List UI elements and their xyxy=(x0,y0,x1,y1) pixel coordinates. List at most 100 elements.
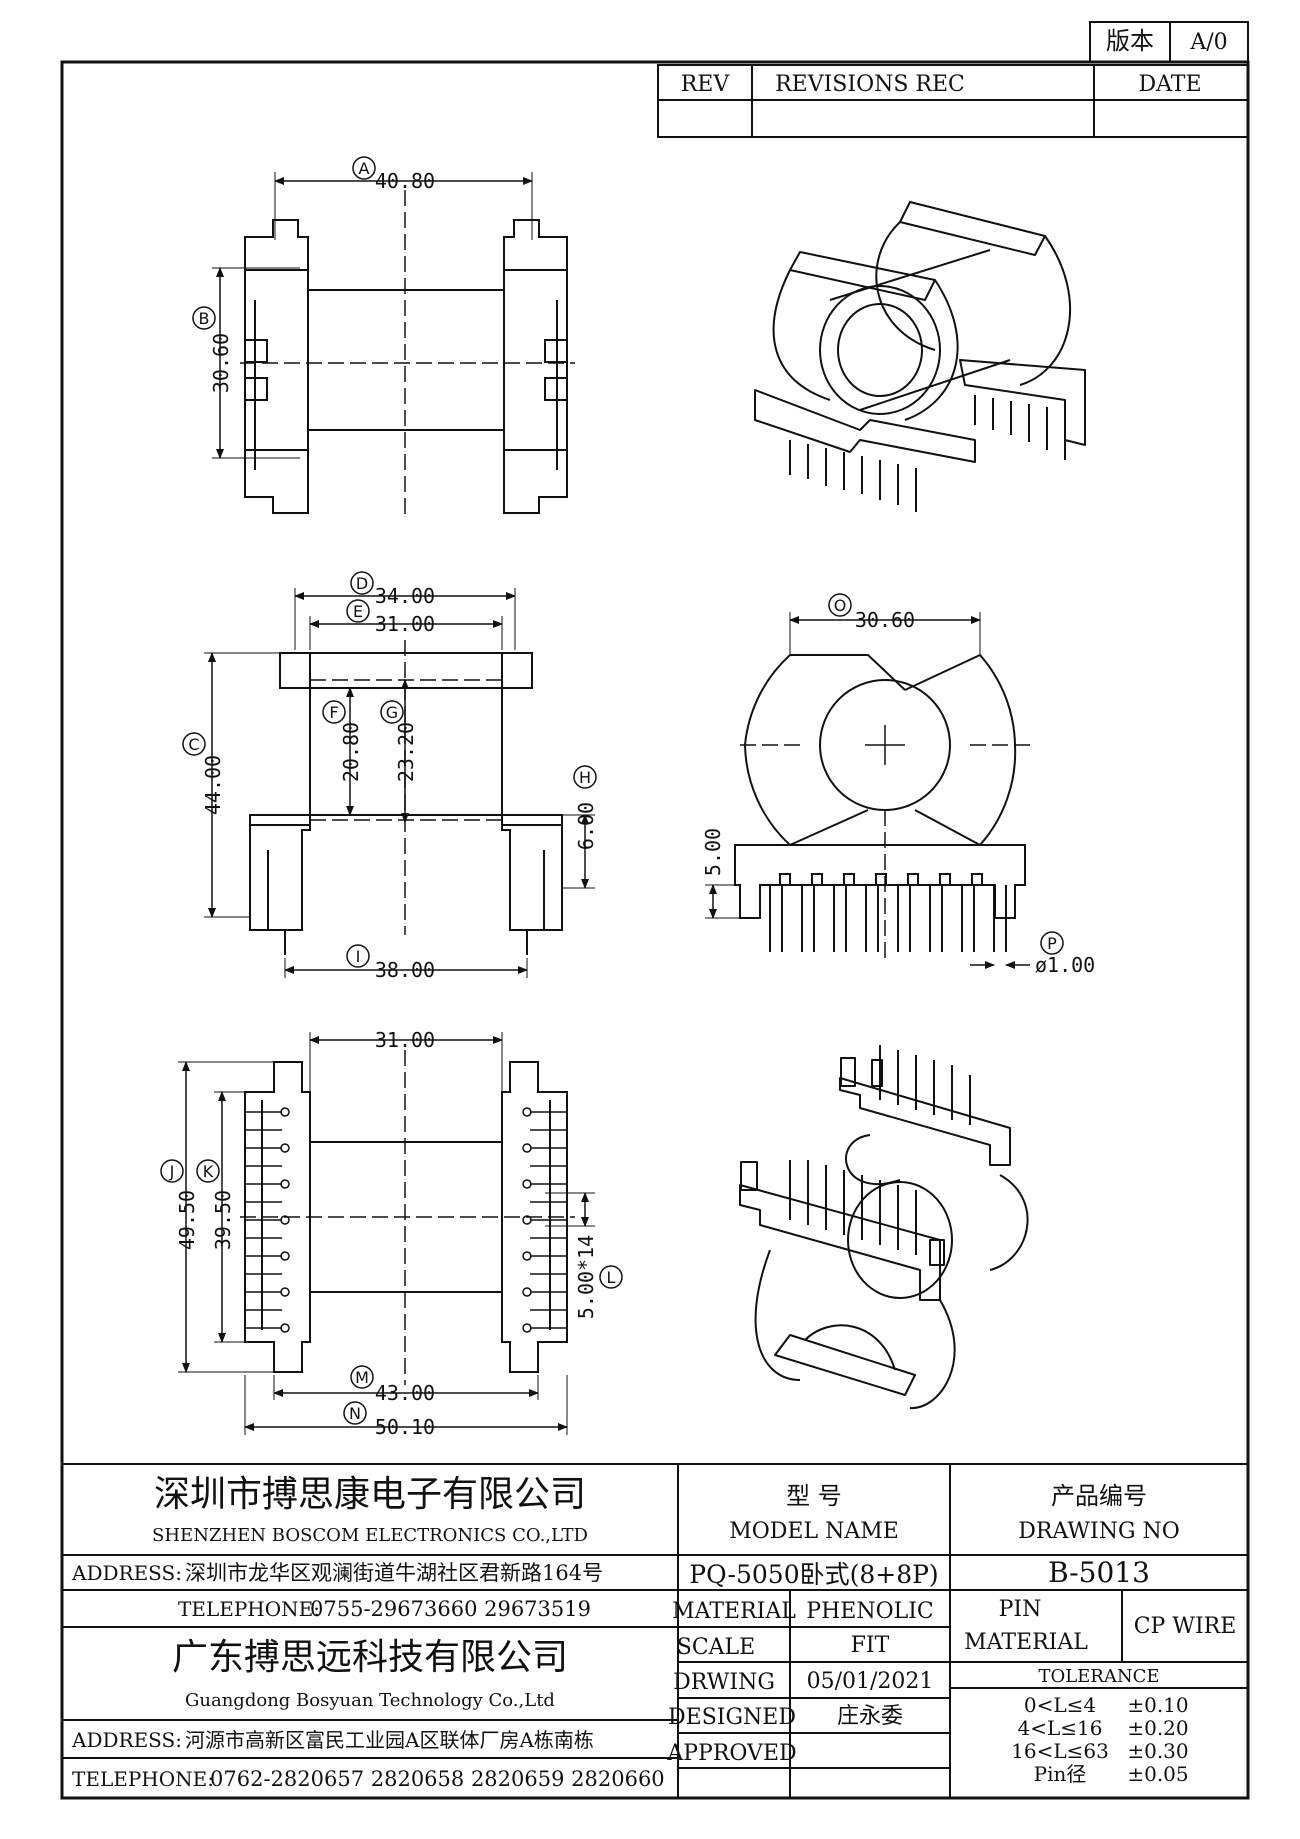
iso-view-1-pins xyxy=(789,395,1066,512)
tolerance-range: 16<L≤63 xyxy=(1011,1739,1109,1763)
drwing-label: DRWING xyxy=(673,1670,775,1695)
address2-value: 河源市高新区富民工业园A区联体厂房A栋南栋 xyxy=(185,1728,594,1752)
dim-a-value: 40.80 xyxy=(375,169,435,193)
tel-label: TELEPHONE: xyxy=(178,1597,320,1621)
dim-l-value: 5.00*14 xyxy=(574,1235,598,1319)
revisions-table: REV REVISIONS REC DATE xyxy=(657,64,1249,138)
dim-i: I 38.00 xyxy=(284,944,528,982)
tolerance-label: TOLERANCE xyxy=(1038,1666,1159,1687)
rev-header: REV xyxy=(681,72,731,97)
dim-d-tag: D xyxy=(356,574,368,593)
drwing-value: 05/01/2021 xyxy=(807,1669,934,1694)
dim-j-tag: J xyxy=(169,1162,175,1181)
dim-d: D 34.00 xyxy=(294,571,516,650)
dim-g-tag: G xyxy=(386,703,398,722)
material-label: MATERIAL xyxy=(672,1599,796,1624)
dim-h-value: 6.00 xyxy=(574,802,598,850)
iso-view-1 xyxy=(754,201,1086,463)
dim-pin-height-value: 5.00 xyxy=(701,828,725,876)
drawing-cn: 产品编号 xyxy=(1051,1482,1147,1510)
drawing-value: B-5013 xyxy=(1048,1556,1150,1589)
dim-o: O 30.60 xyxy=(789,593,981,655)
dim-f-value: 20.80 xyxy=(339,722,363,782)
tel-value: 0755-29673660 29673519 xyxy=(310,1597,591,1621)
dim-p: P ø1.00 xyxy=(970,931,1095,977)
model-en: MODEL NAME xyxy=(729,1519,899,1544)
side-view-centerlines xyxy=(740,725,1030,960)
dim-n-value: 50.10 xyxy=(375,1415,435,1439)
dim-p-tag: P xyxy=(1047,934,1057,953)
dim-o-value: 30.60 xyxy=(855,608,915,632)
bottom-view-slots xyxy=(245,1107,567,1333)
iso-view-2 xyxy=(739,1057,1029,1410)
address-value: 深圳市龙华区观澜街道牛湖社区君新路164号 xyxy=(185,1561,603,1585)
dim-k-tag: K xyxy=(203,1162,214,1181)
approved-label: APPROVED xyxy=(666,1741,796,1766)
address-label: ADDRESS: xyxy=(71,1561,182,1585)
dim-j: J 49.50 xyxy=(160,1061,274,1373)
dim-bottom-top-value: 31.00 xyxy=(375,1028,435,1052)
designed-label: DESIGNED xyxy=(668,1705,796,1730)
bottom-view-centerlines xyxy=(240,1050,575,1385)
tolerance-value: ±0.30 xyxy=(1127,1739,1188,1763)
dim-h: H 6.00 xyxy=(562,765,598,889)
version-box: 版本 A/0 xyxy=(1089,21,1249,63)
dim-a: A 40.80 xyxy=(274,156,533,240)
front-view xyxy=(249,652,563,955)
dim-g-value: 23.20 xyxy=(394,722,418,782)
dim-b-tag: B xyxy=(199,309,210,328)
version-label: 版本 xyxy=(1106,27,1154,55)
dim-k-value: 39.50 xyxy=(211,1190,235,1250)
material-value: PHENOLIC xyxy=(806,1599,933,1624)
dim-p-value: ø1.00 xyxy=(1035,953,1095,977)
pin-material-value: CP WIRE xyxy=(1134,1614,1237,1639)
dim-c: C 44.00 xyxy=(182,652,280,918)
tel2-label: TELEPHONE: xyxy=(72,1767,214,1791)
dim-e-tag: E xyxy=(353,602,363,621)
dim-i-tag: I xyxy=(356,947,361,966)
scale-label: SCALE xyxy=(677,1635,755,1660)
revisions-rec-header: REVISIONS REC xyxy=(775,72,965,97)
dim-n-tag: N xyxy=(349,1404,361,1423)
company2-en: Guangdong Bosyuan Technology Co.,Ltd xyxy=(185,1690,555,1711)
tolerance-value: ±0.10 xyxy=(1127,1693,1188,1717)
company2-cn: 广东搏思远科技有限公司 xyxy=(172,1637,568,1678)
tolerance-value: ±0.20 xyxy=(1127,1716,1188,1740)
dim-l-tag: L xyxy=(607,1268,616,1287)
dim-j-value: 49.50 xyxy=(175,1190,199,1250)
side-view xyxy=(734,654,1026,919)
dim-o-tag: O xyxy=(834,596,847,615)
dim-g: G 23.20 xyxy=(380,679,418,823)
tolerance-range: Pin径 xyxy=(1034,1762,1087,1786)
iso-view-2-pins xyxy=(789,1045,971,1255)
dim-a-tag: A xyxy=(359,159,370,178)
tolerance-value: ±0.05 xyxy=(1127,1762,1188,1786)
model-value: PQ-5050卧式(8+8P) xyxy=(689,1560,938,1589)
dim-k: K 39.50 xyxy=(196,1091,245,1343)
designed-value: 庄永委 xyxy=(837,1704,903,1729)
dim-m-value: 43.00 xyxy=(375,1381,435,1405)
dim-l: L 5.00*14 xyxy=(545,1192,623,1319)
tolerance-range: 0<L≤4 xyxy=(1024,1693,1096,1717)
tolerance-range: 4<L≤16 xyxy=(1018,1716,1103,1740)
dim-e: E 31.00 xyxy=(309,599,503,650)
dim-m: M 43.00 xyxy=(273,1365,539,1405)
company-en: SHENZHEN BOSCOM ELECTRONICS CO.,LTD xyxy=(152,1525,588,1546)
dim-c-value: 44.00 xyxy=(201,755,225,815)
date-header: DATE xyxy=(1138,72,1201,97)
dim-c-tag: C xyxy=(188,735,199,754)
dim-m-tag: M xyxy=(355,1368,369,1387)
company-cn: 深圳市搏思康电子有限公司 xyxy=(154,1474,586,1515)
drawing-en: DRAWING NO xyxy=(1018,1519,1180,1544)
dim-pin-height: 5.00 xyxy=(701,828,740,919)
model-cn: 型 号 xyxy=(786,1482,842,1510)
front-view-centerlines xyxy=(310,640,502,935)
top-view-centerlines xyxy=(240,190,575,520)
title-block-grid xyxy=(62,1463,1248,1798)
dim-bottom-top: 31.00 xyxy=(309,1028,503,1140)
tolerance-table: 0<L≤4 ±0.10 4<L≤16 ±0.20 16<L≤63 ±0.30 P… xyxy=(1011,1693,1189,1786)
dim-h-tag: H xyxy=(579,768,591,787)
top-view xyxy=(244,219,568,514)
scale-value: FIT xyxy=(851,1633,890,1658)
